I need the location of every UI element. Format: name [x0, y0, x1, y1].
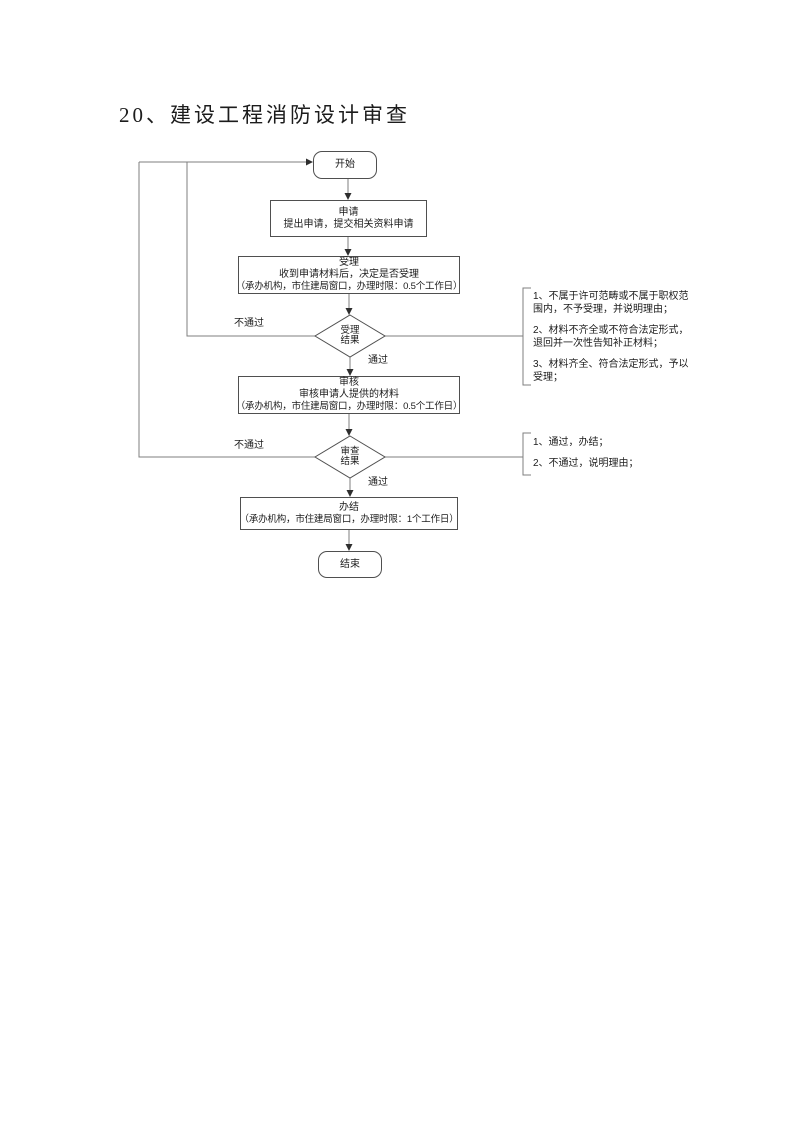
node-start: 开始 [313, 151, 377, 179]
node-review: 审核 审核申请人提供的材料 （承办机构，市住建局窗口，办理时限：0.5个工作日） [235, 376, 463, 414]
edge-label-review-fail: 不通过 [234, 440, 264, 451]
node-accept-desc: 收到申请材料后，决定是否受理 [279, 269, 419, 280]
node-finish-detail: （承办机构，市住建局窗口，办理时限：1个工作日） [239, 513, 459, 525]
edge-label-accept-pass: 通过 [368, 355, 388, 366]
edge-decision1-fail-loop [186, 162, 315, 337]
review-note-bracket [522, 432, 531, 476]
node-review-result-line2: 结果 [340, 456, 360, 467]
review-note-item-2: 2、不通过，说明理由； [533, 457, 639, 469]
node-apply-title: 申请 [338, 206, 359, 218]
decision-review-result-shape [314, 435, 386, 479]
review-result-note: 1、通过，办结； 2、不通过，说明理由； [533, 437, 689, 470]
node-review-desc: 审核申请人提供的材料 [299, 389, 399, 400]
node-accept: 受理 收到申请材料后，决定是否受理 （承办机构，市住建局窗口，办理时限：0.5个… [235, 256, 463, 294]
node-apply: 申请 提出申请，提交相关资料申请 [270, 200, 427, 237]
node-end: 结束 [318, 551, 382, 578]
node-review-title: 审核 [339, 377, 359, 388]
node-review-detail: （承办机构，市住建局窗口，办理时限：0.5个工作日） [235, 401, 463, 412]
page-title: 20、建设工程消防设计审查 [119, 103, 410, 127]
review-note-item-1: 1、通过，办结； [533, 437, 609, 448]
decision-accept-result-shape [314, 314, 386, 358]
node-accept-result-line2: 结果 [340, 335, 360, 346]
accept-result-note: 1、不属于许可范畴或不属于职权范围内，不予受理，并说明理由； 2、材料不齐全或不… [533, 291, 689, 384]
accept-note-item-3: 3、材料齐全、符合法定形式，予以受理； [533, 359, 689, 383]
node-apply-desc: 提出申请，提交相关资料申请 [283, 218, 414, 230]
edge-label-accept-fail: 不通过 [234, 318, 264, 329]
node-accept-detail: （承办机构，市住建局窗口，办理时限：0.5个工作日） [235, 281, 463, 292]
node-accept-result-line1: 受理 [340, 324, 360, 336]
edge-label-review-pass: 通过 [368, 477, 388, 488]
node-finish: 办结 （承办机构，市住建局窗口，办理时限：1个工作日） [239, 497, 459, 530]
arrowheads [306, 158, 354, 551]
accept-note-item-1: 1、不属于许可范畴或不属于职权范围内，不予受理，并说明理由； [533, 291, 689, 315]
node-accept-title: 受理 [339, 257, 359, 268]
node-review-result-line1: 审查 [340, 445, 360, 457]
accept-note-bracket [522, 287, 531, 386]
node-finish-title: 办结 [339, 501, 359, 513]
accept-note-item-2: 2、材料不齐全或不符合法定形式，退回并一次性告知补正材料； [533, 325, 689, 349]
node-review-result: 审查 结果 [315, 436, 385, 478]
node-accept-result: 受理 结果 [315, 315, 385, 357]
node-end-label: 结束 [340, 558, 360, 570]
node-start-label: 开始 [335, 159, 355, 170]
edge-decision2-fail-loop [138, 162, 315, 458]
